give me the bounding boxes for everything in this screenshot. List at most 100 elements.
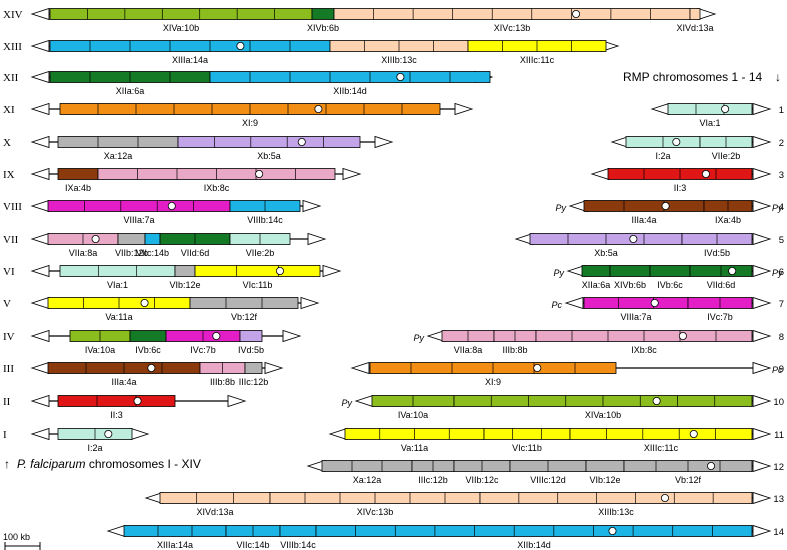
pf-left-telomere-icon (30, 264, 50, 278)
pf-block-label: VIIIa:7a (123, 215, 154, 225)
pf-chromosome-label: X (3, 137, 11, 149)
pf-centromere-icon (396, 73, 405, 82)
pf-block-label: Va:11a (105, 312, 132, 322)
rmp-block-label: XIIb:14d (517, 540, 551, 550)
rmp-chromosome-9: 9XI:9Pc (350, 361, 784, 387)
pf-centromere-icon (297, 137, 306, 146)
pf-block-label: VIIIb:14c (247, 215, 283, 225)
rmp-chromosome-label: 5 (779, 235, 784, 246)
pf-block-label: XI:9 (242, 118, 258, 128)
pf-block-label: II:3 (110, 410, 123, 420)
pf-synteny-block-viic-14b (144, 233, 161, 245)
pf-block-label: XIVa:10b (163, 23, 199, 33)
pf-synteny-block-xiva-10b (49, 8, 313, 20)
pf-block-label: VIb:12e (169, 280, 200, 290)
pf-block-label: XIVd:13a (676, 23, 713, 33)
rmp-left-telomere-icon (564, 296, 584, 310)
pf-block-label: VIIb:12c (115, 248, 149, 258)
rmp-synteny-block-viiib-14c (279, 525, 317, 537)
pf-chromosome-label: I (3, 429, 7, 441)
rmp-chromosome-label: 7 (779, 299, 784, 310)
pf-right-telomere-icon (454, 102, 474, 116)
pf-chromosome-i: II:2a (3, 427, 150, 453)
pf-block-label: XIIa:6a (116, 86, 145, 96)
pf-right-telomere-icon (264, 361, 284, 375)
rmp-centromere-icon (689, 429, 698, 438)
rmp-left-telomere-icon (650, 102, 670, 116)
rmp-chromosome-label: 12 (773, 462, 784, 473)
pf-title-suffix: chromosomes I - XIV (85, 457, 200, 471)
pf-block-label: Vb:12f (231, 312, 258, 322)
pf-block-label: VIId:6d (181, 248, 210, 258)
rmp-synteny-block-via-1 (667, 103, 753, 115)
pf-block-label: XIIb:14d (333, 86, 367, 96)
pf-centromere-icon (167, 201, 176, 210)
rmp-left-species-tag: Py (341, 398, 352, 408)
rmp-block-label: VIc:11b (512, 443, 542, 453)
pf-right-telomere-icon (307, 232, 327, 246)
pf-right-telomere-icon (322, 264, 342, 278)
rmp-left-species-tag: Py (555, 203, 566, 213)
pf-block-label: XIIIb:13c (381, 55, 417, 65)
rmp-synteny-block-vib-12e (585, 460, 625, 472)
pf-block-label: XIIIa:14a (172, 55, 208, 65)
rmp-chromosome-label: 10 (773, 397, 784, 408)
rmp-block-label: XIIIb:13c (598, 507, 634, 517)
rmp-block-label: IIIc:12b (418, 475, 448, 485)
rmp-left-telomere-icon (106, 524, 126, 538)
rmp-chromosome-label: 14 (773, 527, 784, 538)
rmp-chromosome-3: 3II:3 (590, 167, 784, 193)
pf-left-telomere-icon (30, 199, 50, 213)
rmp-block-label: VIIa:8a (454, 345, 483, 355)
rmp-synteny-block-xivb-6b (609, 265, 651, 277)
rmp-centromere-icon (707, 461, 716, 470)
rmp-block-label: XIIa:6a (582, 280, 611, 290)
pf-left-telomere-icon (30, 70, 50, 84)
pf-left-telomere-icon (30, 167, 50, 181)
pf-right-telomere-icon (282, 329, 302, 343)
pf-block-label: XIIIc:11c (520, 55, 555, 65)
pf-species-name: P. falciparum (17, 457, 85, 471)
pf-right-telomere-icon (300, 296, 320, 310)
rmp-block-label: IVd:5b (704, 248, 730, 258)
pf-left-telomere-icon (30, 394, 50, 408)
rmp-block-label: VIIb:12c (465, 475, 499, 485)
rmp-block-label: VIb:12e (589, 475, 620, 485)
pf-synteny-block-iiic-12b (244, 362, 263, 374)
rmp-block-label: XIVc:13b (357, 507, 394, 517)
rmp-right-telomere-icon (752, 296, 772, 310)
rmp-synteny-block-viiia-7a (583, 297, 689, 309)
rmp-right-telomere-icon (752, 459, 772, 473)
rmp-block-label: Xb:5a (594, 248, 618, 258)
pf-centromere-icon (236, 42, 245, 51)
pf-chromosome-label: XIII (3, 41, 22, 53)
rmp-chromosome-label: 11 (774, 430, 784, 441)
rmp-block-label: IXb:8c (631, 345, 657, 355)
pf-synteny-block-ii-3 (57, 395, 176, 407)
rmp-left-telomere-icon (328, 427, 348, 441)
rmp-right-telomere-icon (752, 232, 772, 246)
pf-synteny-block-via-1 (59, 265, 176, 277)
rmp-chromosome-label: 13 (773, 494, 784, 505)
rmp-chromosome-label: 8 (779, 332, 784, 343)
rmp-chromosome-5: 5Xb:5a IVd:5b (514, 232, 784, 258)
rmp-centromere-icon (660, 493, 669, 502)
scale-bar: 100 kb (3, 532, 41, 550)
rmp-centromere-icon (721, 105, 730, 114)
rmp-left-species-tag: Pc (551, 300, 562, 310)
pf-synteny-block-ixa-4b (57, 168, 99, 180)
pf-synteny-block-viiia-7a (47, 200, 231, 212)
pf-block-label: IXb:8c (204, 183, 230, 193)
rmp-block-label: VIId:6d (707, 280, 736, 290)
